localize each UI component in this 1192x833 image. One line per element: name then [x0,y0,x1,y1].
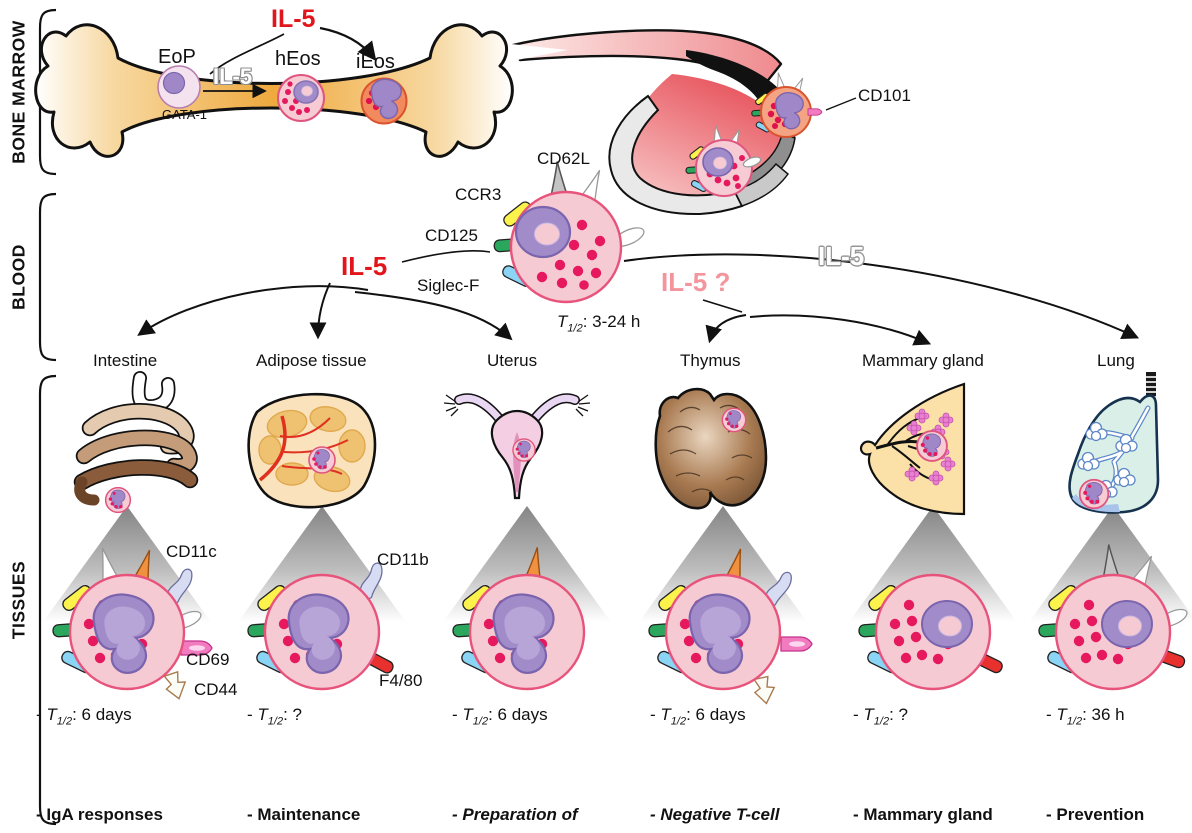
mammary-functions: - Mammary gland development [853,805,993,833]
vessel-heos-cell [685,123,762,197]
heos-label: hEos [275,48,321,70]
intestine-mini-eosinophil [104,486,132,514]
thymus-mini-eosinophil [721,407,747,433]
cd69-label: CD69 [186,650,230,669]
tissue-name-uterus: Uterus [487,351,538,370]
bone-marrow-section-label: BONE MARROW [8,20,29,164]
lung-functions: - Prevention of allergic Th2 responses [1046,805,1171,833]
blood-eosinophil-cell [494,160,645,304]
bone-marrow-arrows [203,26,377,99]
eop-label: EoP [158,46,196,68]
cd44-receptor-icon [161,669,191,703]
blood-vessel-illustration [511,29,857,216]
cd44-receptor-icon [751,675,778,707]
heos-cell [277,74,325,122]
bone-illustration [34,23,514,158]
lung-halflife: - T1/2: 36 h [1046,705,1125,728]
cd11c-label: CD11c [166,542,217,561]
tissues-bracket [38,374,57,826]
intestine-illustration [73,371,199,514]
il5-query-label: IL-5 ? [661,267,731,297]
lung-illustration [1068,372,1160,514]
blood-arrows [137,249,1140,346]
tissue-name-lung: Lung [1097,351,1135,370]
intestine-functions: - IgA responses- Mucus production- Th17/… [36,805,194,833]
uterus-halflife: - T1/2: 6 days [452,705,548,728]
spotlight-triangles [43,506,1192,622]
thymus-eosinophil-cell [649,546,813,707]
tissue-name-thymus: Thymus [680,351,741,370]
adipose-functions: - Maintenance of AAMs- Insulin sensitivi… [247,805,361,833]
tissue-name-intestine: Intestine [93,351,158,370]
il5-query-pointer-line [702,299,743,313]
intestine-eosinophil-cell [53,545,213,703]
ieos-cell [360,77,408,125]
uterus-illustration [443,393,591,500]
adipose-illustration [247,392,377,509]
blood-section-label: BLOOD [8,244,29,310]
intestine-halflife: - T1/2: 6 days [36,705,132,728]
arrow-to-thymus [705,314,747,344]
blood-halflife: T1/2: 3-24 h [557,312,641,335]
tissue-name-mammary: Mammary gland [862,351,984,370]
vessel-ieos-cell [751,71,823,138]
lung-eosinophil-cell [1039,543,1188,689]
mammary-mini-eosinophil [916,430,948,462]
il5-bone-marrow-label: IL-5 [271,5,316,33]
cd11b-label: CD11b [377,550,429,569]
ccr3-label: CCR3 [455,185,502,204]
il5-to-ieos-arrow [319,26,377,61]
adipose-mini-eosinophil [308,446,336,474]
f480-label: F4/80 [379,671,423,690]
adipose-halflife: - T1/2: ? [247,705,302,728]
blood-bracket [38,192,57,362]
thymus-halflife: - T1/2: 6 days [650,705,746,728]
lung-mini-eosinophil [1078,478,1110,510]
arrow-to-uterus [354,291,513,341]
eop-cell [157,65,201,109]
siglecf-label: Siglec-F [417,276,480,295]
uterus-mini-eosinophil [512,438,536,462]
trachea-icon [1146,372,1156,406]
mammary-halflife: - T1/2: ? [853,705,908,728]
cd101-label: CD101 [858,86,911,105]
il5-differentiation-label: IL-5 [213,64,253,89]
thymus-illustration [654,387,768,510]
il5-blood-left-label: IL-5 [341,251,388,281]
cd44-label: CD44 [194,680,238,699]
arrow-to-lung [623,253,1140,340]
ieos-label: iEos [356,51,395,73]
cd101-pointer-line [825,97,857,111]
cd62l-label: CD62L [537,149,590,168]
mammary-illustration [859,382,966,516]
gata1-label: GATA-1 [162,107,208,122]
thymus-functions: - Negative T-cell selection ? [650,805,780,833]
arrow-to-adipose [309,282,331,340]
cd125-label: CD125 [425,226,478,245]
arrow-to-mammary [749,314,932,346]
uterus-functions: - Preparation of uterus for pregnancy ? [452,805,578,833]
tissue-name-adipose: Adipose tissue [256,351,367,370]
tissues-section-label: TISSUES [8,560,29,640]
il5-to-eop-line [209,33,285,75]
il5-blood-right-label: IL-5 [818,241,865,271]
il5-red-pointer-line [401,249,491,263]
arrow-to-intestine [137,285,369,336]
